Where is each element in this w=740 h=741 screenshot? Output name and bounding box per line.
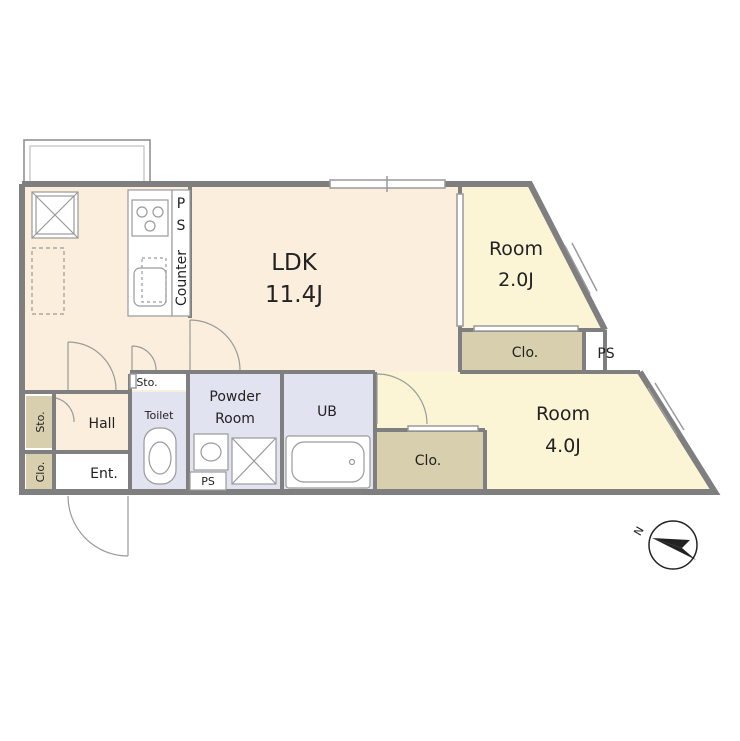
room-a-name: Room (489, 238, 543, 260)
room-b-size: 4.0J (545, 435, 581, 457)
ps-c-label-2: S (177, 218, 186, 234)
storage-b-label: Sto. (136, 376, 157, 389)
compass-arrow-icon (652, 538, 696, 560)
vanity-icon (193, 433, 229, 471)
room-labels: LDK 11.4J Room 2.0J Room 4.0J Clo. Clo. … (34, 196, 615, 488)
storage-a-fill (26, 396, 54, 448)
ldk-size: 11.4J (265, 282, 323, 308)
closet-c-label: Clo. (34, 462, 47, 483)
windows (329, 176, 685, 436)
closet-a-label: Clo. (512, 345, 538, 361)
stove-icon (131, 199, 169, 237)
entrance-label: Ent. (90, 466, 118, 482)
ldk-floor (22, 184, 460, 392)
storage-areas (26, 330, 626, 490)
ps-c-label: P (177, 196, 185, 212)
bathtub-icon (285, 435, 371, 489)
sink-icon (133, 267, 167, 307)
interior-walls (22, 184, 640, 492)
ldk-name: LDK (271, 250, 318, 276)
toilet-label: Toilet (144, 409, 174, 422)
balcony (23, 139, 151, 185)
hall-floor (54, 392, 130, 454)
closet-b-label: Clo. (415, 453, 441, 469)
hall-label: Hall (89, 416, 116, 432)
entrance-floor (54, 454, 130, 492)
ps-b-label: PS (597, 346, 614, 362)
closet-b-fill (377, 430, 485, 490)
closet-a-fill (462, 330, 584, 370)
closet-c-fill (26, 454, 54, 490)
swing-doors (55, 319, 428, 557)
compass-north-label: N (631, 524, 646, 538)
compass: N (631, 520, 698, 570)
table-icon (31, 247, 65, 315)
room-a-floor (460, 184, 605, 372)
storage-b-fill (132, 374, 188, 390)
ub-label: UB (317, 404, 337, 420)
ps-a-label: PS (201, 475, 215, 488)
room-a-size: 2.0J (498, 269, 534, 291)
room-b-name: Room (536, 403, 590, 425)
bath-fixtures (143, 427, 371, 491)
sliding-doors (129, 193, 579, 432)
powder-label-1: Powder (209, 389, 260, 405)
counter-label: Counter (174, 250, 190, 306)
kitchen-fixtures (31, 189, 191, 317)
storage-a-label: Sto. (34, 411, 47, 432)
powder-label-2: Room (215, 411, 255, 427)
